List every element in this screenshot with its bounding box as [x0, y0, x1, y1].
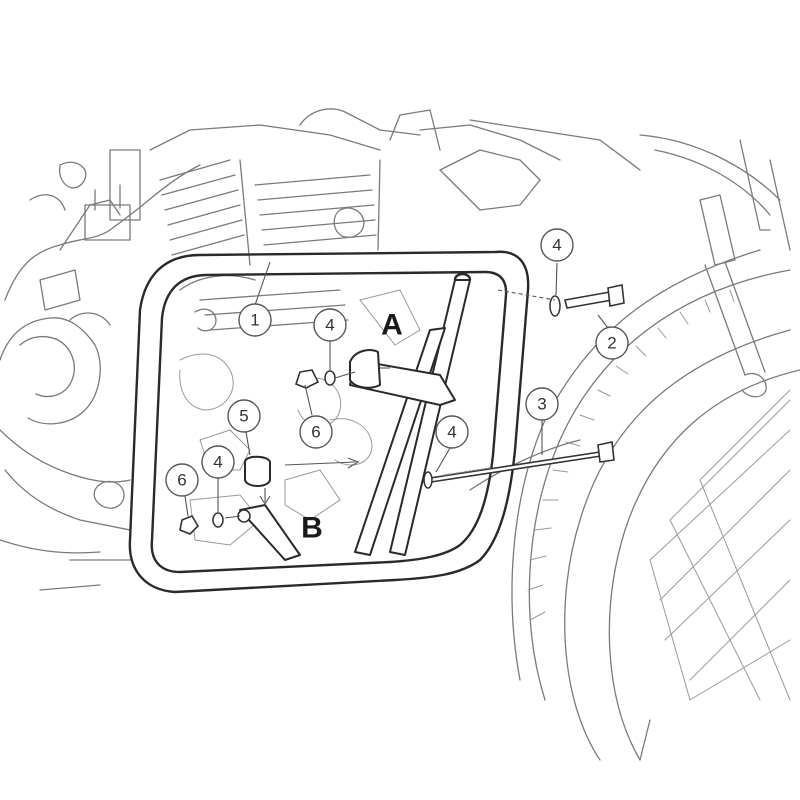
callout-2-circle: [595, 326, 629, 360]
callout-2-label: 2: [607, 334, 616, 353]
callout-5-label: 5: [239, 407, 248, 426]
washer-4-mid: [324, 370, 336, 386]
bracket-a: [349, 349, 456, 406]
callout-3-label: 3: [537, 395, 546, 414]
callout-4-mid-label: 4: [325, 316, 334, 335]
washer-4-top: [549, 295, 561, 317]
callout-6-left-label: 6: [177, 471, 186, 490]
callout-6-mid-label: 6: [311, 423, 320, 442]
callout-4-mid-circle: [313, 308, 347, 342]
hardware: [179, 284, 625, 535]
callout-6-mid-circle: [299, 415, 333, 449]
bolt-2: [564, 291, 613, 309]
letter-b: B: [301, 512, 323, 545]
callout-3-circle: [525, 387, 559, 421]
letter-a: A: [381, 309, 403, 342]
callout-4-left-label: 4: [213, 453, 222, 472]
bracket-b: [237, 455, 301, 561]
nut-left: [179, 515, 200, 535]
assembly-arrows: [259, 457, 360, 506]
callout-4-top-circle: [540, 228, 574, 262]
callout-4-left-circle: [201, 445, 235, 479]
callout-4-top-label: 4: [552, 236, 561, 255]
motorcycle-background-sketch: [0, 108, 800, 761]
nut-top: [295, 369, 320, 389]
washer-4-left: [212, 512, 224, 528]
spacer: [244, 455, 271, 487]
callout-1-circle: [238, 303, 272, 337]
callout-4-right-label: 4: [447, 423, 456, 442]
washer-4-right: [423, 471, 433, 489]
callout-5-circle: [227, 399, 261, 433]
callouts: 1 4 2 3 4 5 6 4 4 6: [165, 228, 629, 517]
callout-6-left-circle: [165, 463, 199, 497]
callout-1-label: 1: [250, 311, 259, 330]
callout-4-right-circle: [435, 415, 469, 449]
